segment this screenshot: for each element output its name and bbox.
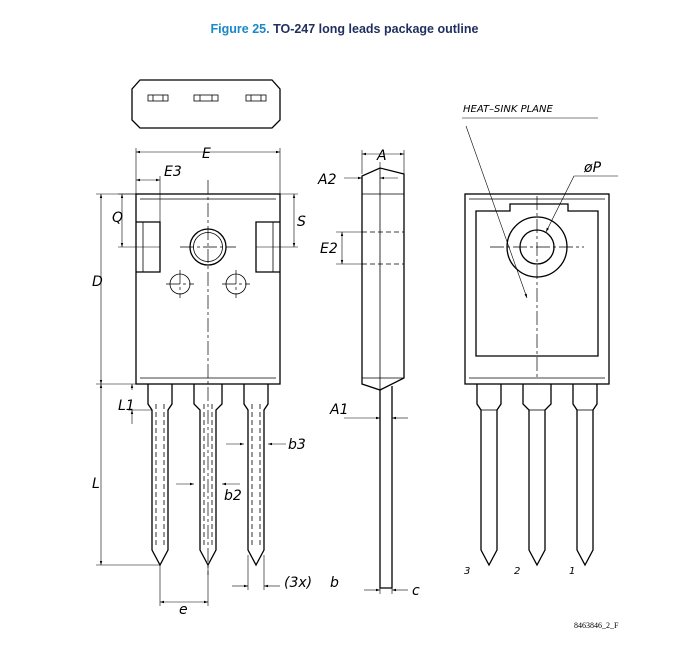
side-view: A A2 E2 A1 c [317, 148, 420, 599]
dim-label-b-count: (3x) [284, 575, 312, 591]
back-lead-2 [522, 384, 552, 567]
dim-label-e: e [179, 602, 188, 618]
dim-label-S: S [297, 214, 306, 230]
figure-title: TO-247 long leads package outline [273, 22, 479, 36]
back-lead-1 [572, 384, 598, 567]
back-lead-3 [476, 384, 502, 567]
pin-number-2: 2 [514, 566, 520, 577]
dim-label-phiP: øP [583, 160, 602, 176]
heat-sink-plane-label: HEAT–SINK PLANE [463, 104, 553, 115]
drawing-reference: 8463846_2_F [574, 621, 619, 630]
front-lead-left [147, 384, 173, 567]
dim-label-E2: E2 [320, 241, 338, 257]
back-view: HEAT–SINK PLANE øP 3 2 1 [462, 104, 618, 577]
front-view: E E3 Q S D L1 L b3 b [92, 146, 339, 618]
dim-label-b3: b3 [288, 437, 306, 453]
dim-label-A1: A1 [329, 402, 348, 418]
front-lead-right [243, 384, 269, 567]
dim-label-D: D [92, 274, 103, 290]
dim-label-Q: Q [112, 210, 123, 226]
dim-label-b: b [330, 575, 339, 591]
figure-caption: Figure 25. TO-247 long leads package out… [0, 22, 689, 36]
dim-label-E: E [202, 146, 211, 162]
top-view [131, 79, 281, 129]
figure-number: Figure 25. [210, 22, 270, 36]
dim-label-E3: E3 [164, 164, 182, 180]
dim-label-c: c [412, 583, 420, 599]
pin-number-1: 1 [569, 566, 575, 577]
pin-number-3: 3 [464, 566, 470, 577]
dim-label-b2: b2 [224, 488, 242, 504]
dim-label-L: L [92, 476, 100, 492]
dim-label-A2: A2 [317, 172, 337, 188]
dim-label-L1: L1 [118, 398, 135, 414]
dim-label-A: A [376, 148, 387, 164]
